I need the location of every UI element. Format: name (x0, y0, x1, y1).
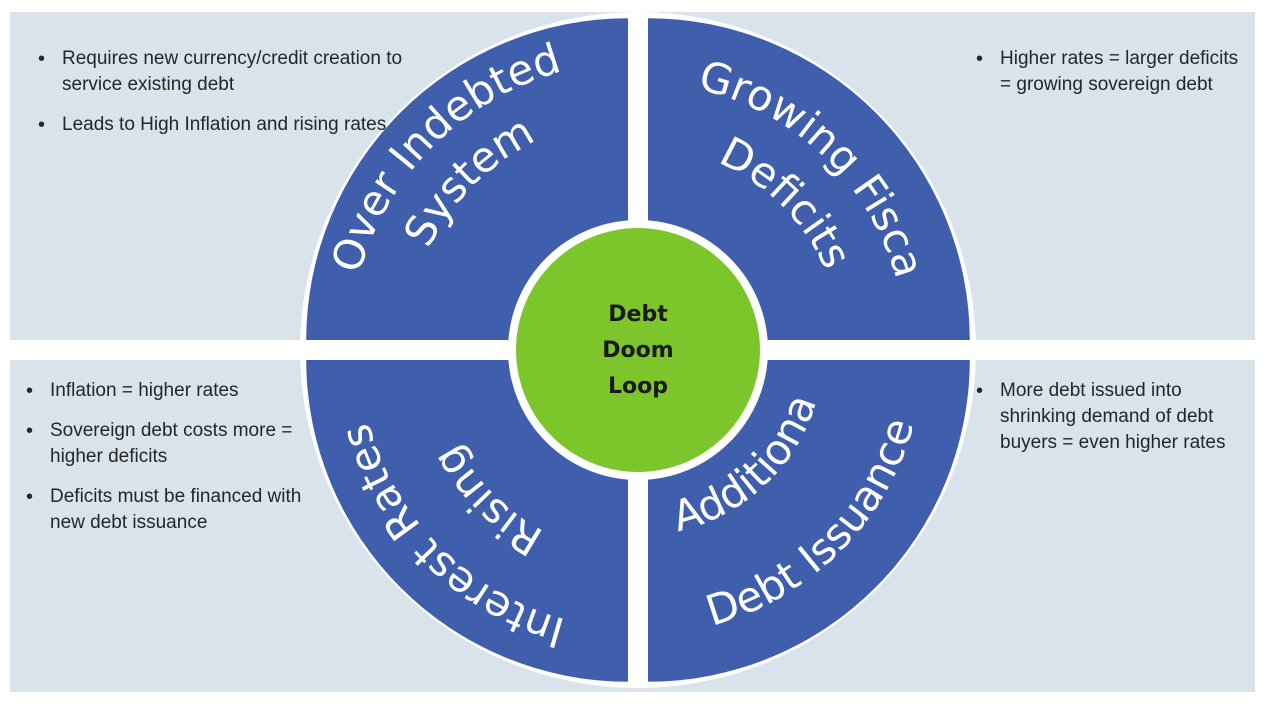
bullet-item: Higher rates = larger deficits = growing… (976, 46, 1246, 98)
bullets-bottom-right: More debt issued into shrinking demand o… (976, 378, 1256, 470)
bullet-item: Requires new currency/credit creation to… (38, 46, 428, 98)
center-label-line-3: Loop (608, 374, 668, 399)
bullet-item: Sovereign debt costs more = higher defic… (26, 418, 336, 470)
center-label-line-2: Doom (602, 338, 673, 363)
bullets-top-right: Higher rates = larger deficits = growing… (976, 46, 1246, 112)
bullet-item: Leads to High Inflation and rising rates (38, 112, 428, 138)
bullet-item: Inflation = higher rates (26, 378, 336, 404)
bullets-top-left: Requires new currency/credit creation to… (38, 46, 428, 152)
bullet-item: Deficits must be financed with new debt … (26, 484, 336, 536)
center-circle (516, 228, 760, 472)
center-label-line-1: Debt (608, 302, 668, 327)
bullet-item: More debt issued into shrinking demand o… (976, 378, 1256, 456)
bullets-bottom-left: Inflation = higher rates Sovereign debt … (26, 378, 336, 550)
